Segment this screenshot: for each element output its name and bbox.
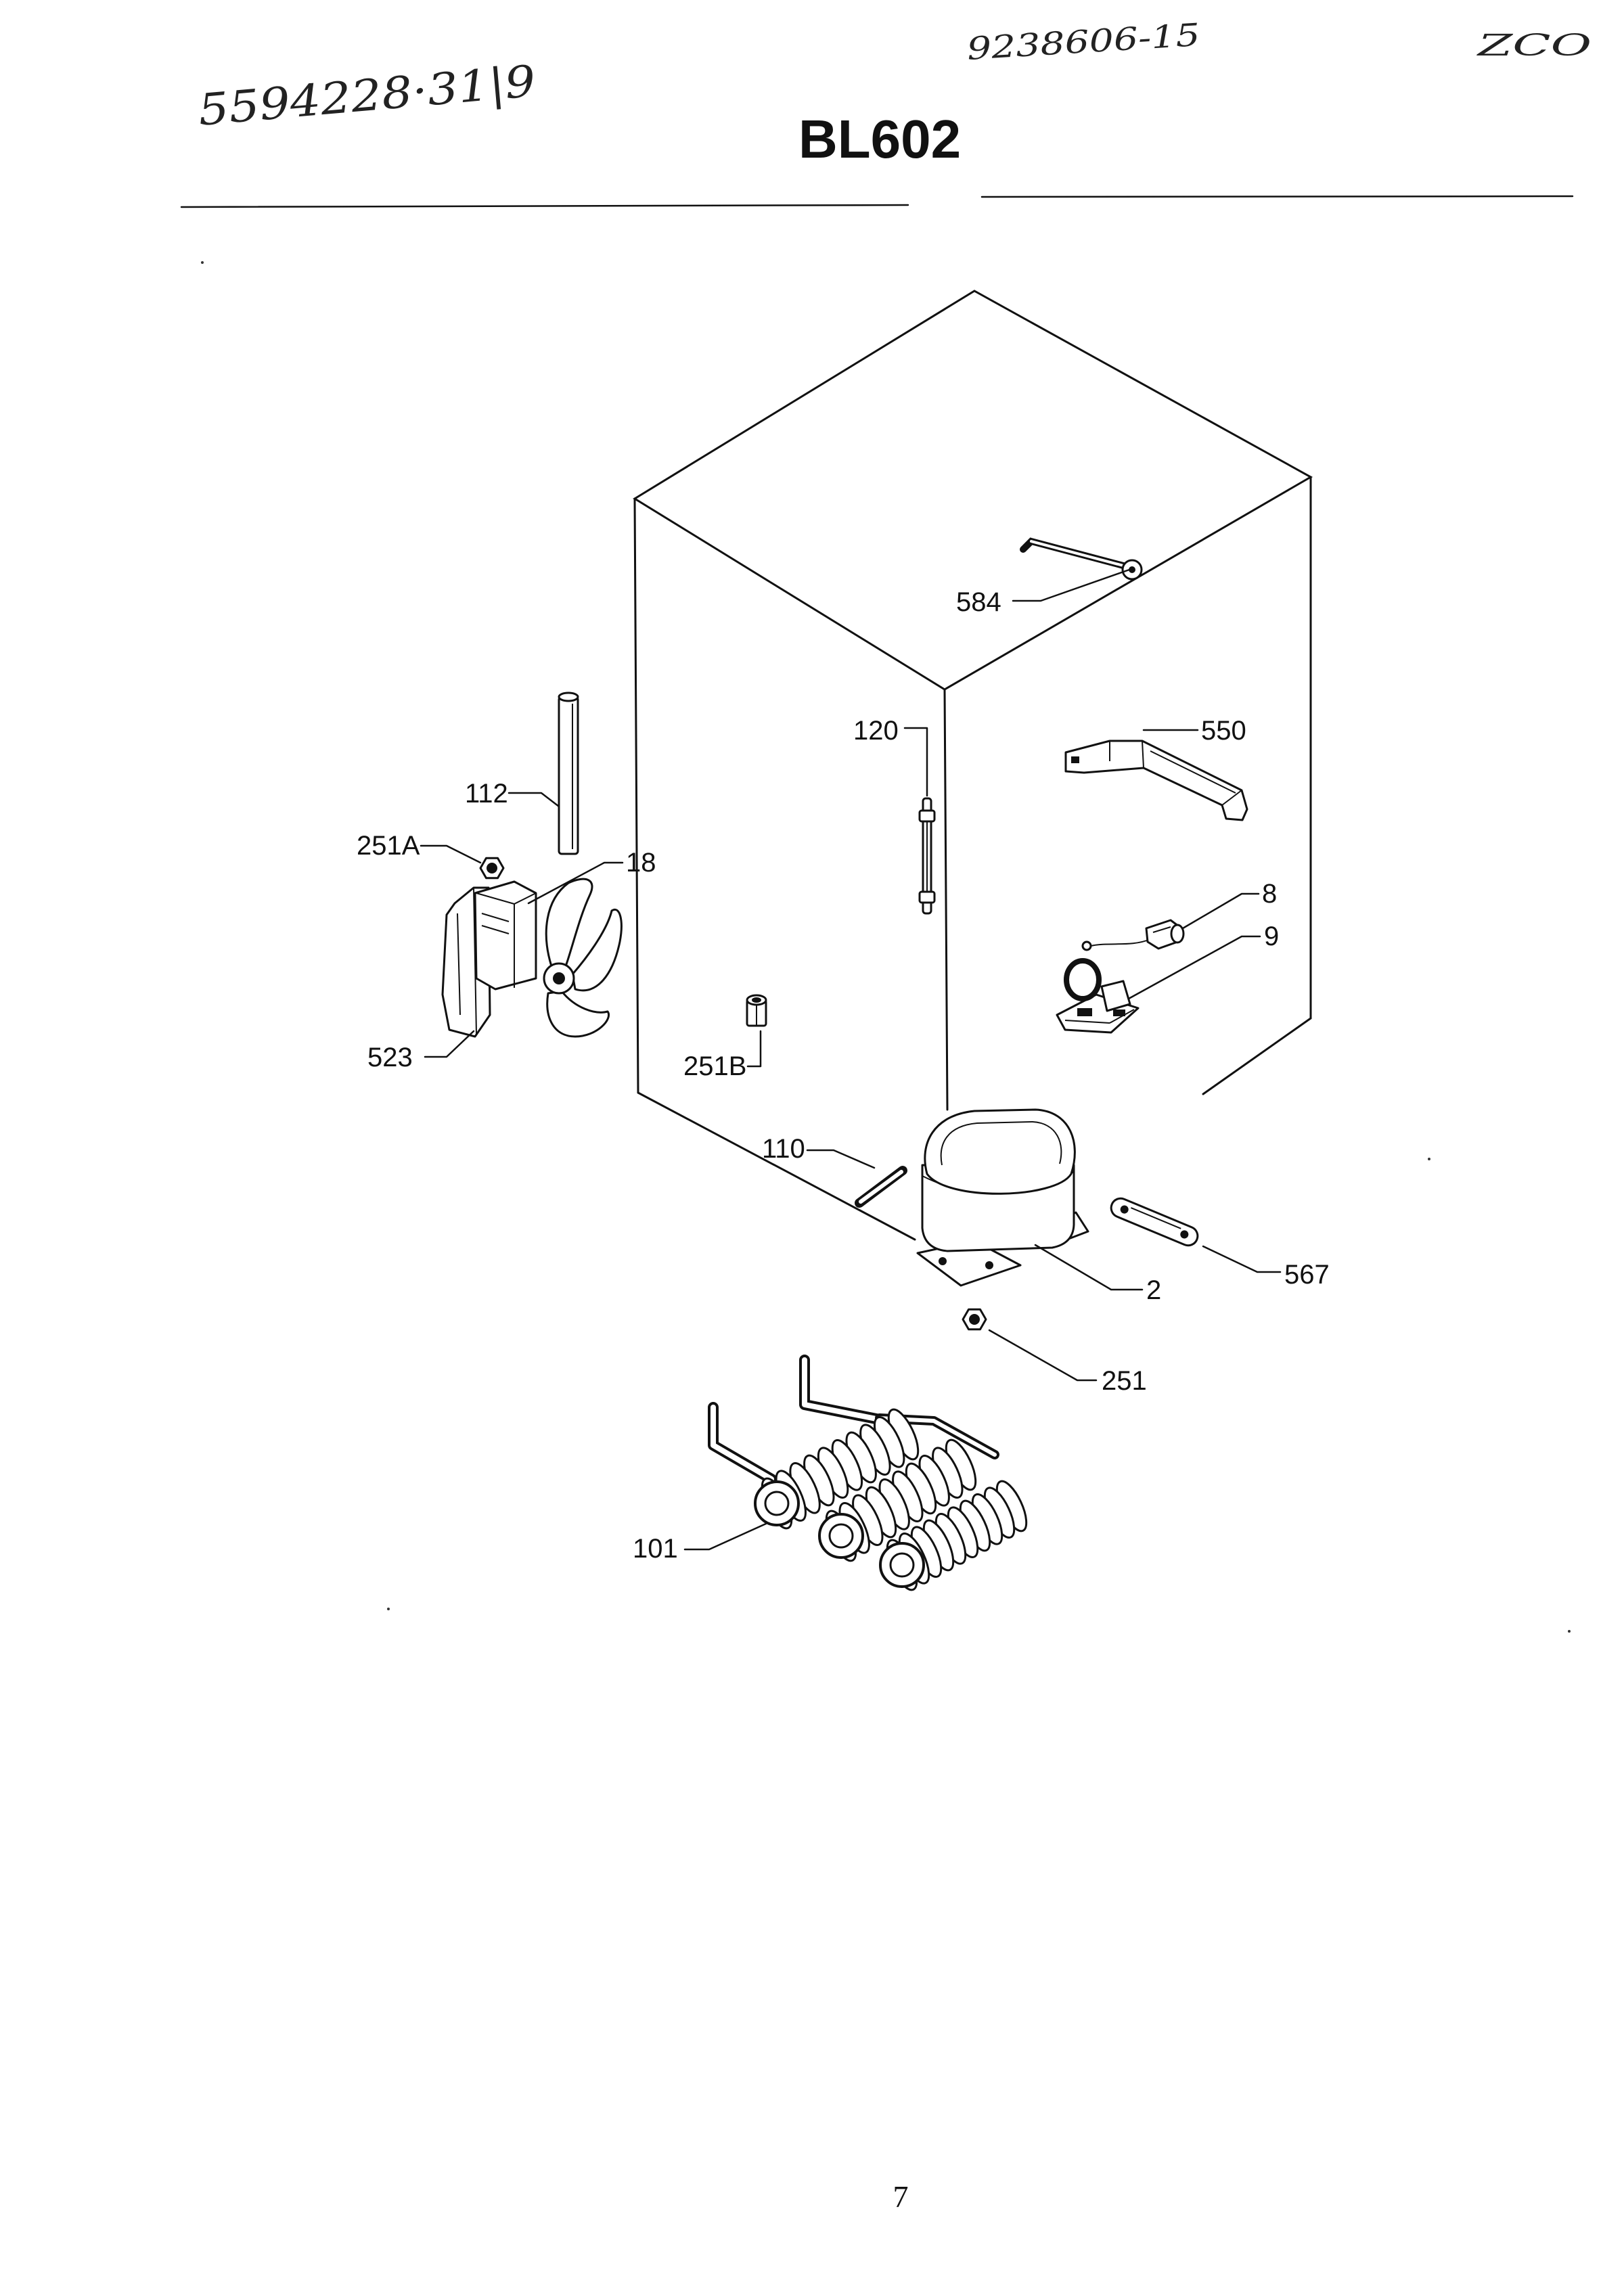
- part-label-251b: 251B: [683, 1051, 746, 1081]
- cabinet-bottom-left-edge: [637, 1091, 916, 1241]
- part-label-251: 251: [1102, 1366, 1147, 1396]
- part-label-101: 101: [633, 1534, 678, 1564]
- part-label-9: 9: [1264, 922, 1279, 951]
- part-label-523: 523: [367, 1043, 413, 1072]
- part-251-nut: [962, 1308, 987, 1331]
- coil-pipes: [708, 1355, 999, 1484]
- part-8-thermostat: [1081, 919, 1185, 951]
- leader-120: [903, 727, 928, 797]
- handwritten-note-right: ZCO: [1476, 28, 1592, 63]
- cabinet-top-face: [633, 290, 1313, 691]
- part-label-567: 567: [1284, 1260, 1330, 1290]
- leader-567: [1202, 1245, 1282, 1273]
- compressor-dome: [924, 1108, 1076, 1195]
- part-251a-nut: [479, 857, 505, 880]
- part-9-clamp: [1056, 958, 1140, 1034]
- part-101-condenser-coil: [708, 1355, 1028, 1591]
- cabinet-bottom-right-edge: [1202, 1017, 1312, 1095]
- scan-specks: [201, 261, 1571, 1633]
- page-title: BL602: [798, 109, 961, 169]
- leader-8: [1181, 892, 1260, 930]
- part-label-112: 112: [465, 779, 508, 809]
- leader-2: [1034, 1244, 1144, 1291]
- part-112-tube: [558, 691, 579, 855]
- part-567-link-plate: [1110, 1197, 1199, 1247]
- leader-101: [683, 1522, 767, 1551]
- leader-523: [424, 1030, 475, 1058]
- part-label-2: 2: [1146, 1275, 1161, 1305]
- leader-110: [806, 1149, 876, 1169]
- part-label-110: 110: [762, 1134, 805, 1164]
- part-584-rod: [1020, 537, 1143, 581]
- part-120-cylinder: [918, 797, 936, 915]
- header-rule-left: [180, 204, 909, 208]
- leader-584: [1012, 568, 1131, 602]
- part-523-fan-bracket: [441, 880, 537, 1038]
- handwritten-note-left: 5594228·31|9: [196, 57, 538, 136]
- page-number: 7: [893, 2179, 909, 2214]
- part-550-bracket: [1064, 740, 1248, 821]
- part-251b-nut: [746, 994, 767, 1027]
- part-label-584: 584: [956, 587, 1001, 617]
- coil-end-bore: [889, 1552, 915, 1578]
- leader-112: [508, 792, 560, 808]
- cabinet-left-edge: [633, 497, 639, 1094]
- cabinet-front-edge: [943, 688, 949, 1111]
- part-label-550: 550: [1201, 716, 1246, 746]
- part-2-compressor: [916, 1108, 1089, 1287]
- leader-251a: [420, 844, 482, 864]
- part-label-8: 8: [1262, 879, 1277, 909]
- part-label-120: 120: [853, 716, 899, 746]
- handwritten-note-center: 9238606-15: [966, 16, 1201, 67]
- leader-9: [1127, 935, 1261, 1000]
- part-18-fan-propeller: [543, 878, 623, 1038]
- leader-251b: [746, 1030, 762, 1068]
- leader-18: [527, 861, 624, 905]
- cabinet-outline: [633, 290, 1313, 1241]
- part-110-rod: [855, 1166, 907, 1208]
- part-label-18: 18: [626, 848, 656, 878]
- header-rule-right: [980, 195, 1574, 198]
- leader-251: [988, 1329, 1098, 1382]
- part-label-251a: 251A: [357, 831, 420, 861]
- coil-end-bore: [764, 1491, 790, 1516]
- coil-end-bore: [828, 1523, 854, 1549]
- coil-turns: [754, 1408, 1028, 1591]
